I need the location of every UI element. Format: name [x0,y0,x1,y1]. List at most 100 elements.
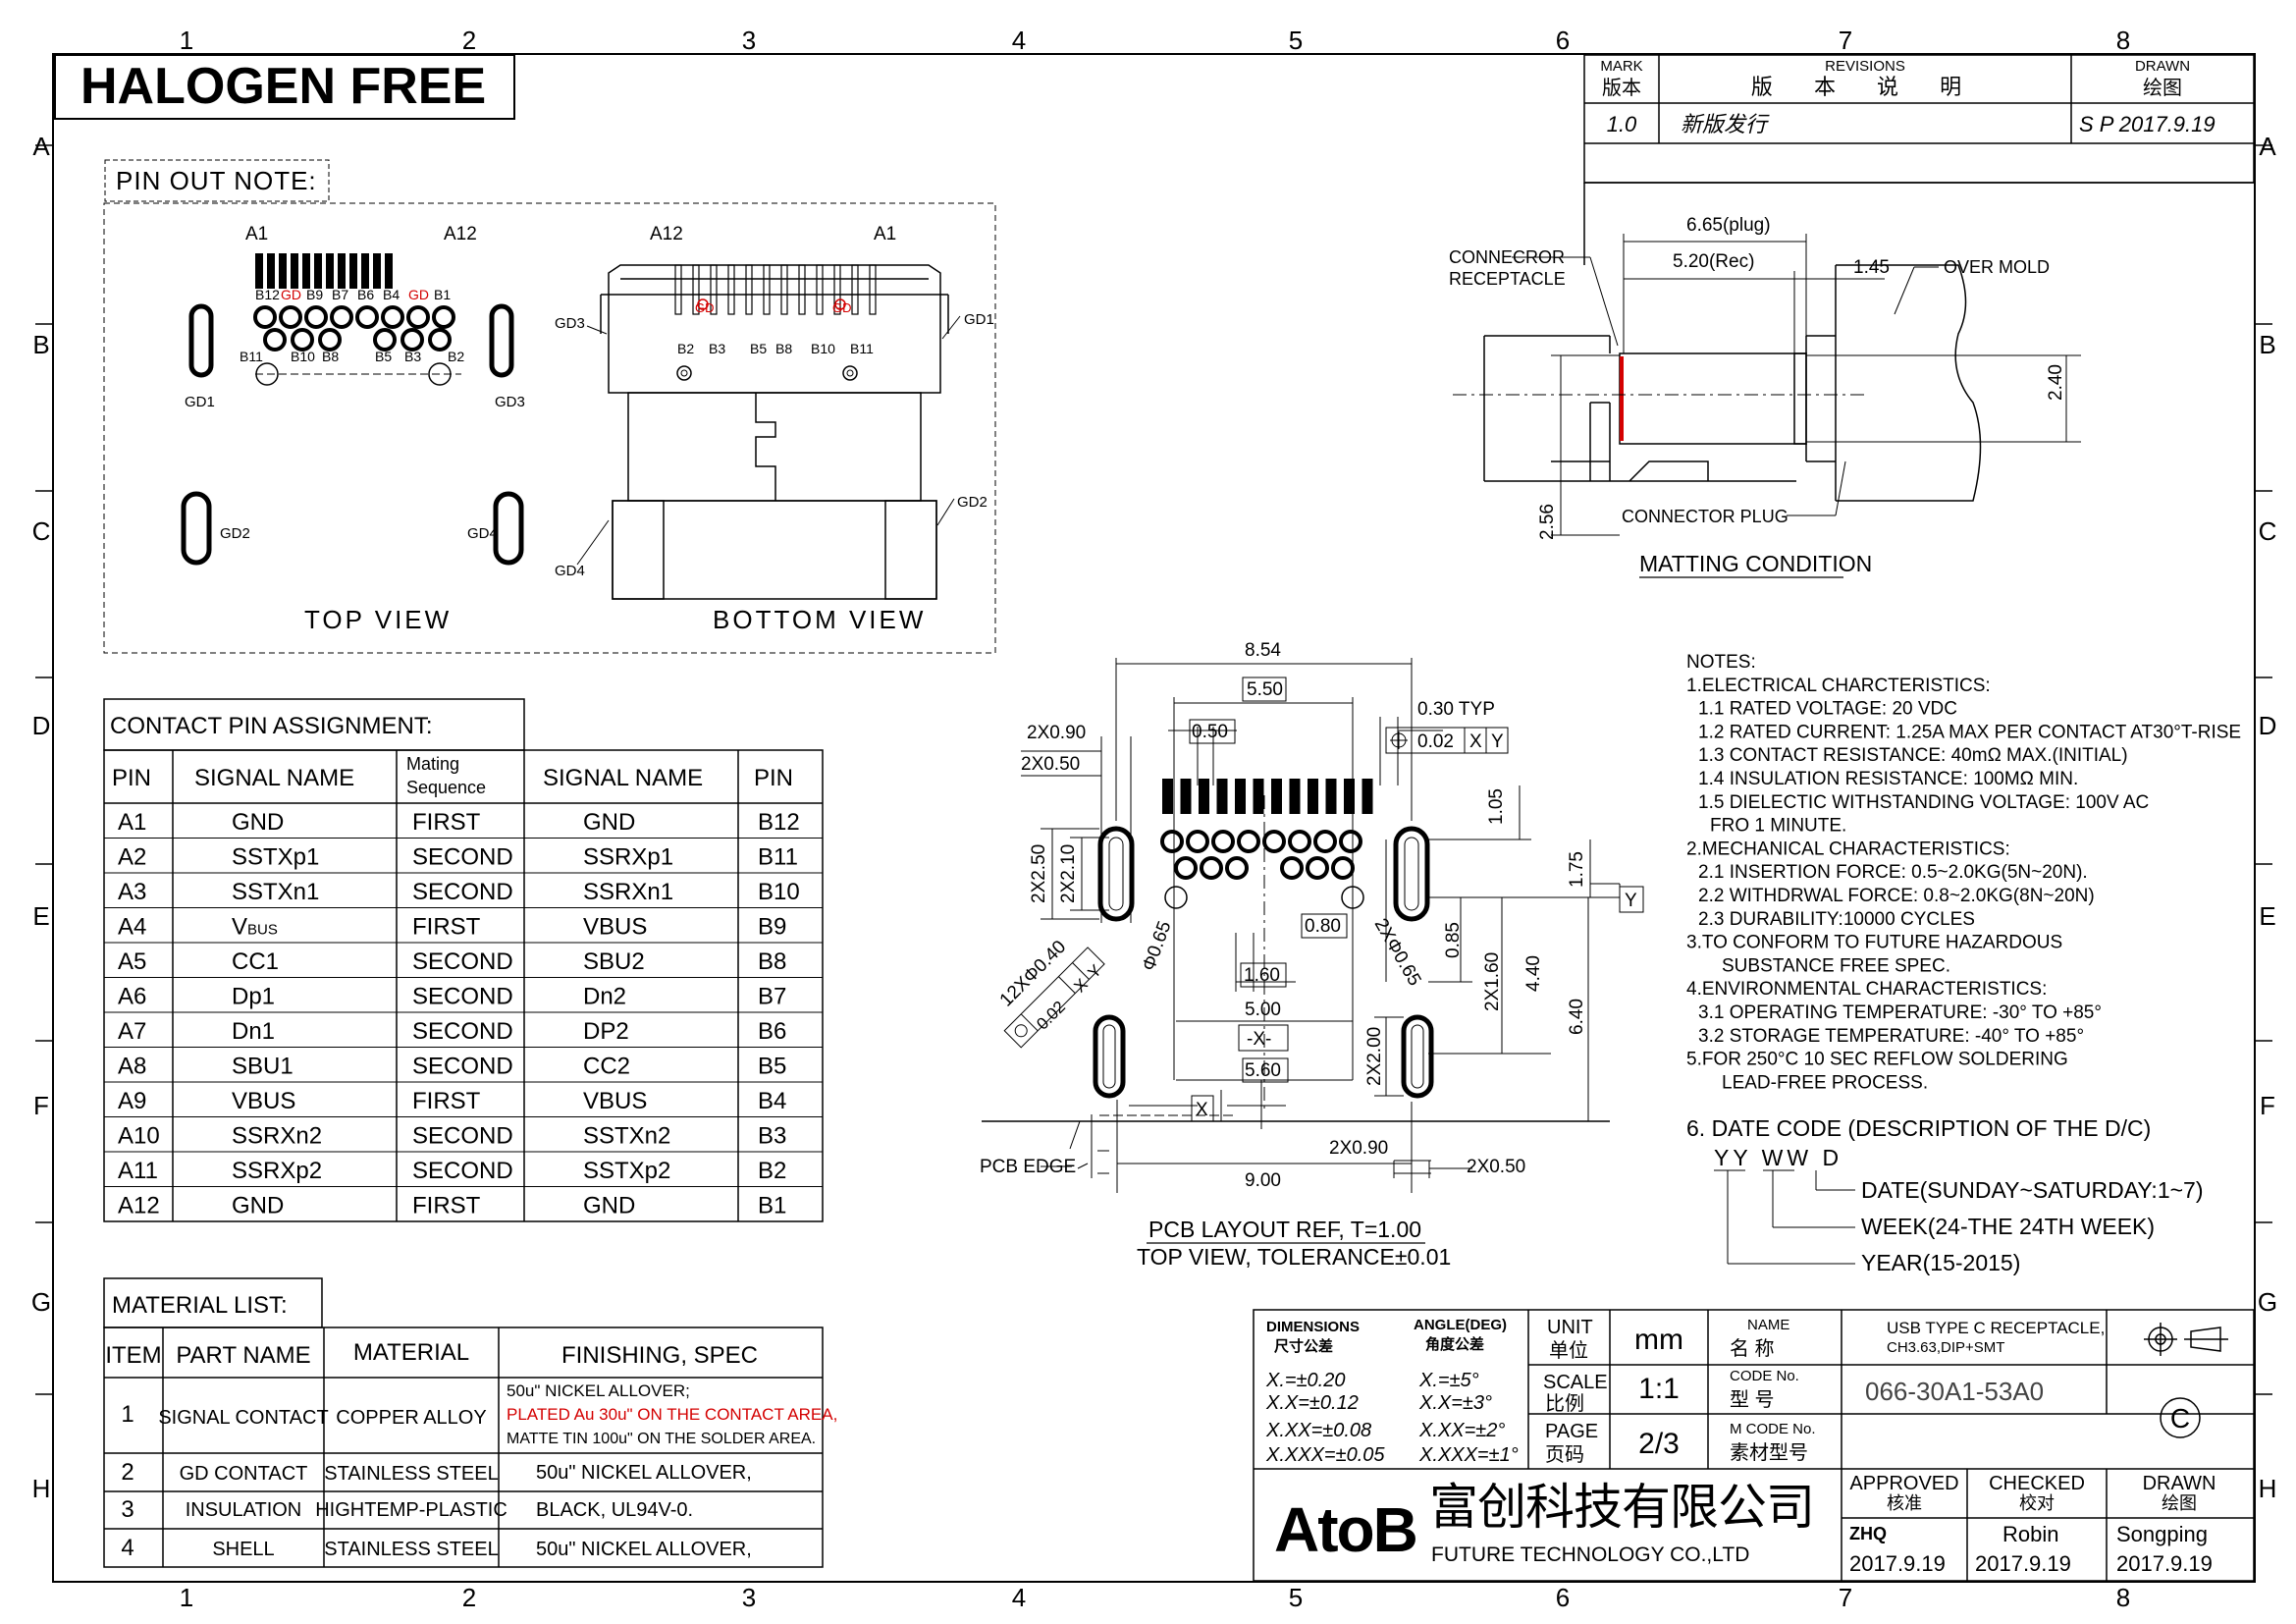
tb-dims-h2: 尺寸公差 [1274,1337,1333,1355]
contact-pin-b: B6 [758,1018,786,1045]
material-finish-1b: PLATED Au 30u" ON THE CONTACT AREA, [507,1405,837,1424]
bottom-a1-label: A1 [874,224,896,244]
tb-unit-l1: UNIT [1547,1317,1593,1338]
contact-pin-a: A4 [118,914,146,941]
contact-signal-a: SSTXp1 [232,844,319,871]
top-hole-row2-label: B11 [240,349,263,364]
contact-pin-a: A1 [118,809,146,836]
bottom-pin-label: B2 [677,341,694,356]
contact-pin-a: A8 [118,1054,146,1080]
top-hole-row2-label: B3 [404,349,421,364]
pcb-dim-030: 0.30 TYP [1417,699,1495,720]
tb-page-l2: 页码 [1545,1444,1584,1466]
rev-drawn-header-cn: 绘图 [2143,77,2182,99]
contact-pin-b: B12 [758,809,800,836]
contact-signal-a: VBUS [232,914,278,941]
pcb-dim-065: Φ0.65 [1139,919,1176,974]
gd2-label-bottom: GD2 [957,494,988,511]
note-line: 2.MECHANICAL CHARACTERISTICS: [1686,839,2010,859]
note-line: FRO 1 MINUTE. [1710,816,1846,837]
contact-mating: SECOND [412,844,513,871]
contact-pin-b: B10 [758,879,800,905]
receptacle-label-2: RECEPTACLE [1449,269,1566,289]
pcb-hole-row2 [1174,856,1198,880]
pcb-dim-2x250: 2X2.50 [1029,844,1049,903]
top-a12-label: A12 [444,224,477,244]
contact-signal-b: VBUS [583,1088,647,1114]
fcf1-y: Y [1491,731,1504,752]
tb-ang-h2: 角度公差 [1425,1335,1484,1353]
pcb-dim-12x040: 12XΦ0.40 [996,937,1071,1011]
pcb-pad [1308,779,1318,814]
pcb-pad [1325,779,1337,814]
pcb-dim-175: 1.75 [1567,851,1587,888]
bottom-pin-label: B11 [850,341,874,356]
zone-row-h-right: H [2259,1474,2277,1503]
tb-name-2: CH3.63,DIP+SMT [1887,1339,2004,1356]
pcb-pad [1216,779,1228,814]
bottom-pin [692,264,700,315]
top-hole-label: GD [408,287,429,302]
top-hole-label: B9 [306,287,323,302]
top-hole-label: B1 [434,287,451,302]
contact-signal-a: Dn1 [232,1018,275,1045]
contact-pin-a: A7 [118,1018,146,1045]
tb-name-1: USB TYPE C RECEPTACLE, [1887,1319,2105,1337]
material-finish-4: 50u" NICKEL ALLOVER, [536,1539,752,1560]
mating-dim-256: 2.56 [1537,504,1558,540]
gd3-label-top: GD3 [495,394,525,410]
zone-row-d: D [32,711,51,740]
pcb-dim-160: 1.60 [1244,965,1280,986]
contact-signal-b: GND [583,809,635,836]
contact-signal-b: SSTXp2 [583,1158,670,1184]
tb-ang-4: X.XXX=±1° [1418,1444,1519,1466]
pcb-subtitle: TOP VIEW, TOLERANCE±0.01 [1137,1244,1451,1270]
fcf1-value: 0.02 [1417,731,1454,752]
pinout-title: PIN OUT NOTE: [116,166,317,195]
rev-drawn-header: DRAWN [2135,58,2190,75]
bottom-pin [727,264,735,315]
pcb-hole-row2 [1331,856,1355,880]
zone-col-7-bottom: 7 [1839,1583,1852,1612]
note-line: 1.3 CONTACT RESISTANCE: 40mΩ MAX.(INITIA… [1698,745,2128,766]
note-line: 5.FOR 250°C 10 SEC REFLOW SOLDERING [1686,1050,2068,1070]
top-hole-row2 [373,328,397,352]
tb-code-l1: CODE No. [1730,1368,1799,1384]
contact-pin-a: A3 [118,879,146,905]
contact-pin-b: B8 [758,948,786,975]
pcb-pad [1271,779,1282,814]
material-table: MATERIAL LIST: ITEM PART NAME MATERIAL F… [103,1277,837,1568]
top-hole [355,305,379,329]
material-header-part: PART NAME [176,1342,310,1369]
zone-col-4: 4 [1012,26,1026,55]
tb-scale-l2: 比例 [1545,1392,1584,1415]
top-hole-row2 [318,328,342,352]
pcb-dim-2x065: 2XΦ0.65 [1370,915,1425,990]
top-pad [314,253,322,289]
mating-dim-plug: 6.65(plug) [1686,215,1771,236]
pcb-signal-holes [1160,830,1362,880]
pcb-dim-085: 0.85 [1443,922,1464,958]
zone-row-f-right: F [2260,1091,2275,1120]
top-smt-pads [255,253,393,289]
pcb-smt-pads [1162,779,1373,814]
contact-signal-b: SSRXp1 [583,844,673,871]
tb-name-l2: 名 称 [1730,1337,1775,1360]
datum-x-label: X [1196,1100,1208,1120]
gd2-label: GD2 [220,525,250,542]
rev-mark-header-cn: 版本 [1602,77,1641,99]
pcb-pad [1235,779,1246,814]
contact-header-pin-b: PIN [754,765,793,791]
top-hole [279,305,302,329]
zone-col-6-bottom: 6 [1556,1583,1570,1612]
note-line: 1.2 RATED CURRENT: 1.25A MAX PER CONTACT… [1698,722,2241,742]
drawing-frame [52,53,2256,1583]
contact-pin-b: B11 [758,844,798,871]
top-hole-label: B7 [332,287,348,302]
top-pad [349,253,357,289]
gd3-label-bottom: GD3 [555,315,585,332]
